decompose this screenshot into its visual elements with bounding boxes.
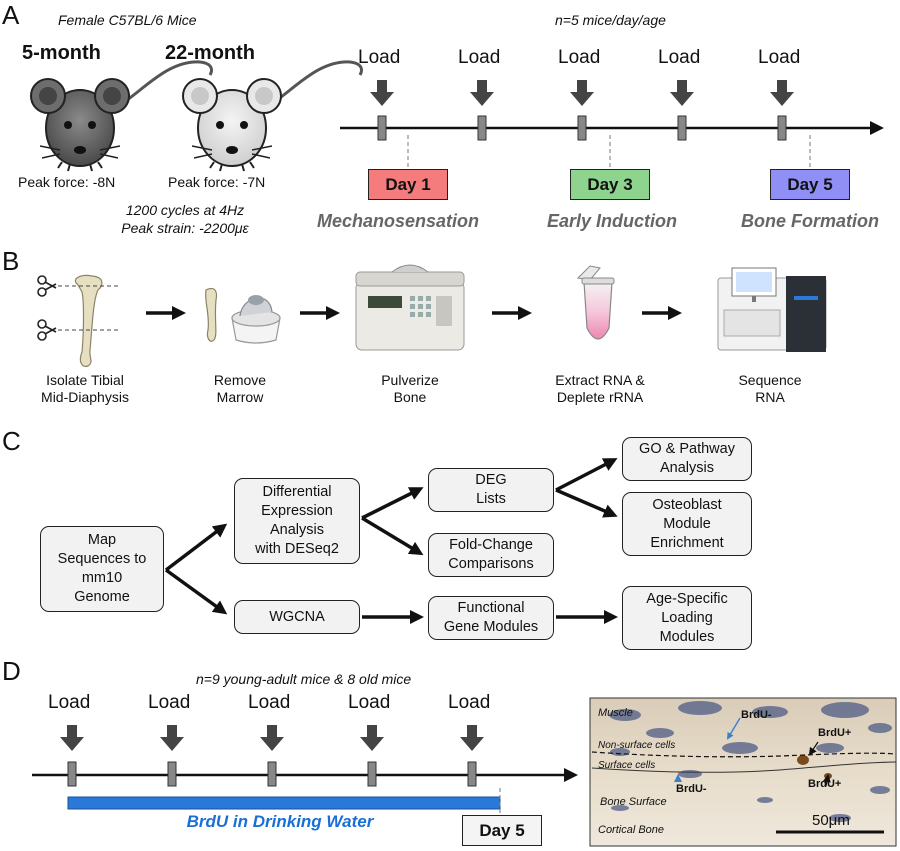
load-label-d-1: Load [48, 692, 91, 713]
step-pulverize-label: Pulverize Bone [381, 372, 439, 405]
mouse-5-month-icon [30, 60, 214, 172]
step-sequence-label: Sequence RNA [738, 372, 802, 405]
step-isolate-label: Isolate Tibial Mid-Diaphysis [41, 372, 129, 405]
phase-mechanosensation: Mechanosensation [316, 211, 480, 231]
load-label-d-4: Load [348, 692, 391, 713]
load-label-d-2: Load [148, 692, 191, 713]
pipeline-arrows-c [164, 458, 618, 624]
load-markers-a [370, 80, 794, 141]
osteoblast-module-box: Osteoblast Module Enrichment [622, 492, 752, 556]
phase-early-induction: Early Induction [546, 211, 678, 231]
scissors-icon [37, 275, 57, 341]
loading-cycles: 1200 cycles at 4Hz [125, 202, 245, 218]
brdu-positive-label-1: BrdU+ [818, 727, 852, 739]
load-label-a-5: Load [758, 47, 801, 68]
old-peak-force: Peak force: -7N [168, 174, 266, 190]
go-pathway-box: GO & Pathway Analysis [622, 437, 752, 481]
load-markers-d [60, 725, 484, 787]
old-age-label: 22-month [165, 42, 255, 64]
day3-box: Day 3 [570, 169, 650, 200]
bone-segment-icon [204, 287, 218, 342]
sample-size-label-d: n=9 young-adult mice & 8 old mice [196, 671, 412, 687]
load-label-a-2: Load [458, 47, 501, 68]
fold-change-box: Fold-Change Comparisons [428, 533, 554, 577]
young-age-label: 5-month [22, 42, 101, 64]
load-label-d-5: Load [448, 692, 491, 713]
load-label-d-3: Load [248, 692, 291, 713]
panel-label-a: A [2, 0, 20, 30]
phase-bone-formation: Bone Formation [741, 211, 879, 231]
non-surface-cells-label: Non-surface cells [598, 740, 676, 751]
bone-surface-label: Bone Surface [600, 796, 667, 808]
day5-box-d: Day 5 [462, 815, 542, 846]
age-specific-modules-box: Age-Specific Loading Modules [622, 586, 752, 650]
cut-lines [58, 285, 120, 331]
tibia-bone-icon [74, 274, 103, 367]
brdu-label: BrdU in Drinking Water [186, 812, 374, 831]
step-remove-marrow-label: Remove Marrow [213, 372, 267, 405]
functional-modules-box: Functional Gene Modules [428, 596, 554, 640]
scale-bar-label: 50μm [812, 812, 850, 829]
panel-label-b: B [2, 246, 20, 276]
cortical-bone-label: Cortical Bone [598, 824, 665, 836]
panel-label-d: D [2, 656, 21, 686]
step-extract-rna-label: Extract RNA & Deplete rRNA [555, 372, 645, 405]
load-label-a-4: Load [658, 47, 701, 68]
wgcna-box: WGCNA [234, 600, 360, 634]
brdu-positive-label-2: BrdU+ [808, 778, 842, 790]
sample-size-label-a: n=5 mice/day/age [555, 12, 666, 28]
mice-strain-label: Female C57BL/6 Mice [58, 12, 197, 28]
mouse-22-month-icon [182, 60, 364, 172]
surface-cells-label: Surface cells [598, 760, 656, 771]
sequencer-icon [717, 267, 827, 352]
brdu-negative-label-2: BrdU- [676, 783, 707, 795]
brdu-bar [67, 796, 501, 810]
differential-expression-box: Differential Expression Analysis with DE… [234, 478, 360, 564]
pulverizer-icon [355, 264, 465, 351]
map-sequences-box: Map Sequences to mm10 Genome [40, 526, 164, 612]
young-peak-force: Peak force: -8N [18, 174, 116, 190]
brdu-negative-label-1: BrdU- [741, 709, 772, 721]
day-connectors-a [407, 135, 811, 170]
micrograph-image [589, 697, 897, 847]
rna-tube-icon [576, 265, 615, 340]
panel-label-c: C [2, 426, 21, 456]
load-label-a-1: Load [358, 47, 401, 68]
deg-lists-box: DEG Lists [428, 468, 554, 512]
load-label-a-3: Load [558, 47, 601, 68]
day1-box: Day 1 [368, 169, 448, 200]
day5-box: Day 5 [770, 169, 850, 200]
muscle-label: Muscle [598, 707, 633, 719]
centrifuge-icon [231, 295, 281, 344]
peak-strain: Peak strain: -2200με [121, 220, 249, 236]
